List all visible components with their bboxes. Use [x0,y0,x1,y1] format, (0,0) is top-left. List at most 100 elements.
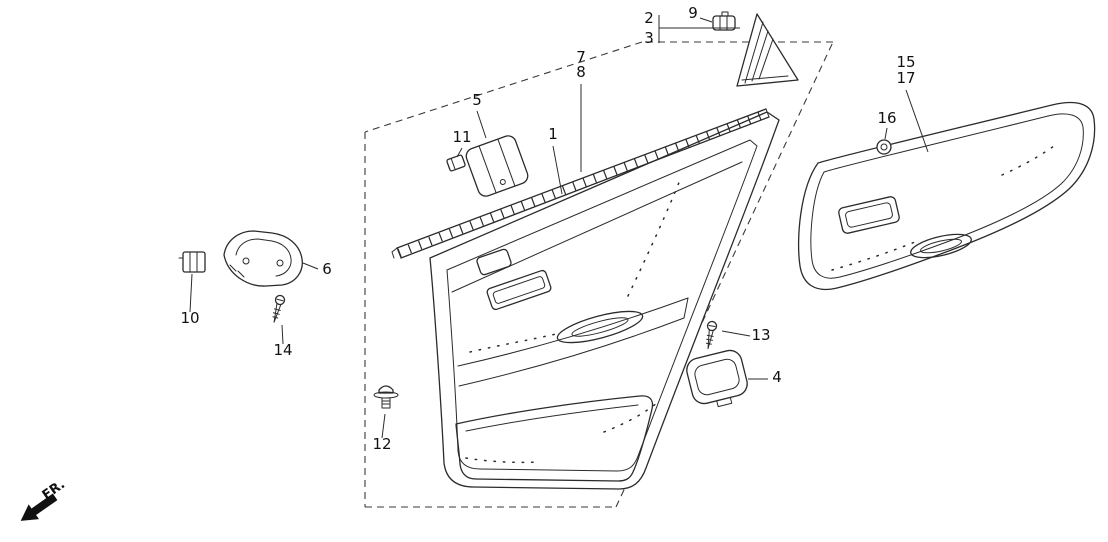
fr-arrow-icon [20,493,58,521]
clip-part-10 [178,251,206,273]
window-switch-bezel [486,269,552,311]
sash-bracket-body [465,135,529,197]
leader-5 [476,110,487,139]
part-label-4: 4 [772,368,782,386]
dashed-line-top-left [364,41,643,133]
fr-direction-indicator: FR. [20,477,68,521]
weatherstrip-top-line [396,108,767,249]
clip-part-11 [446,154,466,172]
right-armrest-inner [845,202,893,228]
corner-garnish-triangle [736,13,799,87]
door-pocket-inner-line [465,404,639,432]
part-label-17: 17 [896,69,915,87]
part-label-11: 11 [452,128,471,146]
leader-13 [721,330,751,337]
bracket-part-6 [223,230,303,287]
fastener-12-stem [381,397,391,409]
grommet-outer [876,139,892,155]
texture-dots-3 [603,401,659,433]
grommet-inner [880,143,888,151]
leader-12 [381,413,386,439]
screw-part-14 [272,294,286,323]
part-label-12: 12 [372,435,391,453]
right-armrest-outer [838,196,900,234]
right-cup-inner [920,238,962,254]
armrest-end-cap [683,297,689,319]
leader-11 [456,147,463,158]
armrest-upper-edge [457,297,689,367]
leader-2-3 [658,15,740,43]
right-panel-inner-line [810,113,1084,279]
texture-dots-4 [465,457,541,464]
pull-handle-inner [571,317,629,337]
part-label-5: 5 [472,91,482,109]
handle-cup-bezel [476,248,512,276]
tray-4-inner [694,358,740,396]
right-panel-pull-cup [910,233,972,259]
part-label-6: 6 [322,260,332,278]
handle-cup-outline [476,248,512,276]
leader-1 [552,145,563,195]
clip-part-9 [712,11,736,31]
right-door-lining-panel [797,101,1096,290]
screw-part-13 [705,320,718,350]
sash-bracket-part-5 [465,135,529,197]
right-cup-outer [910,233,972,259]
armrest-lower-edge [458,317,685,387]
part-label-10: 10 [180,309,199,327]
part-label-15: 15 [896,53,915,71]
weatherstrip-right-cap [765,108,770,118]
tray-part-4 [686,349,748,408]
part-label-3: 3 [644,29,654,47]
leader-6 [302,262,319,270]
leader-15-17 [905,89,929,153]
door-pull-handle [556,310,644,344]
door-panel-outline [429,111,780,490]
sash-bracket-hole [499,178,506,185]
door-lining-panel [429,111,780,490]
part-label-1: 1 [548,125,558,143]
bracket-6-hatch [229,264,245,278]
bracket-6-hole-right [276,259,284,267]
bracket-6-hole-left [242,257,250,265]
screw-14-body [272,298,284,323]
clip-11-slot [450,157,456,171]
part-label-7: 7 [576,48,586,66]
weatherstrip-left-cap [391,247,402,259]
triangle-hatch [741,21,789,84]
weatherstrip-bottom-line [400,116,770,259]
weatherstrip-part [391,108,770,259]
fr-arrow-shape [20,493,58,521]
door-pocket-outline [455,395,654,482]
bracket-6-inner-line [235,238,292,277]
clip-10-detail [178,251,198,273]
fastener-12-flange [373,391,399,399]
leader-lines [189,15,929,439]
switch-bezel-outer [486,269,552,311]
clip-11-body [446,154,466,172]
tray-4-outer [686,349,748,405]
part-label-8: 8 [576,63,586,81]
triangle-outline [736,13,799,87]
sash-bracket-slot [478,138,516,194]
part-label-13: 13 [751,326,770,344]
right-panel-outline [797,101,1096,290]
grommet-part-16 [876,139,892,155]
right-texture-dots-1 [831,241,916,271]
door-upper-seam [451,161,743,293]
leader-14 [281,324,284,345]
door-panel-inner-line [446,139,758,472]
clip-9-body [712,15,736,31]
leader-16 [884,127,888,140]
leader-10 [189,273,193,313]
part-labels: 1 2 3 4 5 6 7 8 9 10 11 12 13 14 15 16 1… [180,4,915,453]
pull-handle-outer [556,310,644,344]
switch-bezel-inner [492,276,546,304]
screw-13-body [705,324,716,350]
fastener-part-12 [373,385,399,409]
right-panel-armrest [838,196,900,234]
clip-10-body [182,251,206,273]
texture-dots-2 [469,333,557,353]
fr-label: FR. [40,477,68,503]
